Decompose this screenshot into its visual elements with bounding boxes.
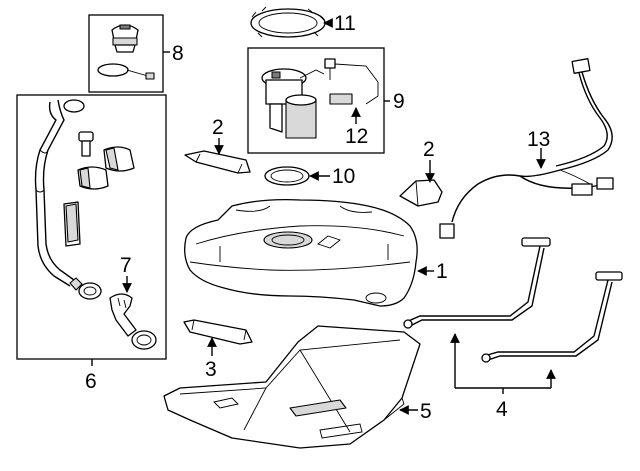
heat-shield-part[interactable]: [183, 319, 253, 345]
wiring-harness-part[interactable]: [439, 58, 614, 239]
fuel-pump-module-part[interactable]: [261, 68, 325, 139]
insulator-right-part[interactable]: [399, 179, 443, 207]
tank-seal-part[interactable]: [264, 166, 310, 186]
callout-3: 3: [205, 358, 217, 381]
tank-strap-rear-part[interactable]: [481, 271, 623, 363]
callout-7: 7: [120, 254, 132, 277]
callout-12: 12: [345, 125, 368, 148]
callout-10: 10: [332, 165, 355, 188]
tank-shield-part[interactable]: [163, 325, 421, 449]
lock-ring-part[interactable]: [250, 6, 326, 38]
callout-5: 5: [420, 400, 432, 423]
filler-pipe-part[interactable]: [34, 99, 85, 291]
filler-neck-hardware-part[interactable]: [63, 131, 135, 247]
callout-1: 1: [436, 260, 448, 283]
filler-hose-part[interactable]: [109, 293, 137, 337]
callout-11: 11: [334, 12, 356, 35]
callout-2b: 2: [423, 138, 435, 161]
callout-2a: 2: [212, 116, 224, 139]
fuel-level-sensor-part[interactable]: [324, 58, 379, 105]
callout-4: 4: [496, 398, 508, 421]
callout-4-bracket: [450, 333, 556, 394]
callout-8: 8: [172, 42, 184, 65]
fuel-cap-part[interactable]: [111, 24, 139, 53]
callout-13: 13: [527, 128, 550, 151]
fuel-tank-part[interactable]: [184, 198, 418, 307]
insulator-left-part[interactable]: [184, 150, 251, 174]
filler-hose-clamp-part[interactable]: [78, 282, 157, 350]
tank-strap-front-part[interactable]: [403, 237, 551, 329]
callout-6: 6: [85, 370, 97, 393]
fuel-cap-tether-part[interactable]: [97, 63, 155, 80]
callout-9: 9: [393, 90, 405, 113]
fuel-cap-group-box: [88, 14, 164, 93]
